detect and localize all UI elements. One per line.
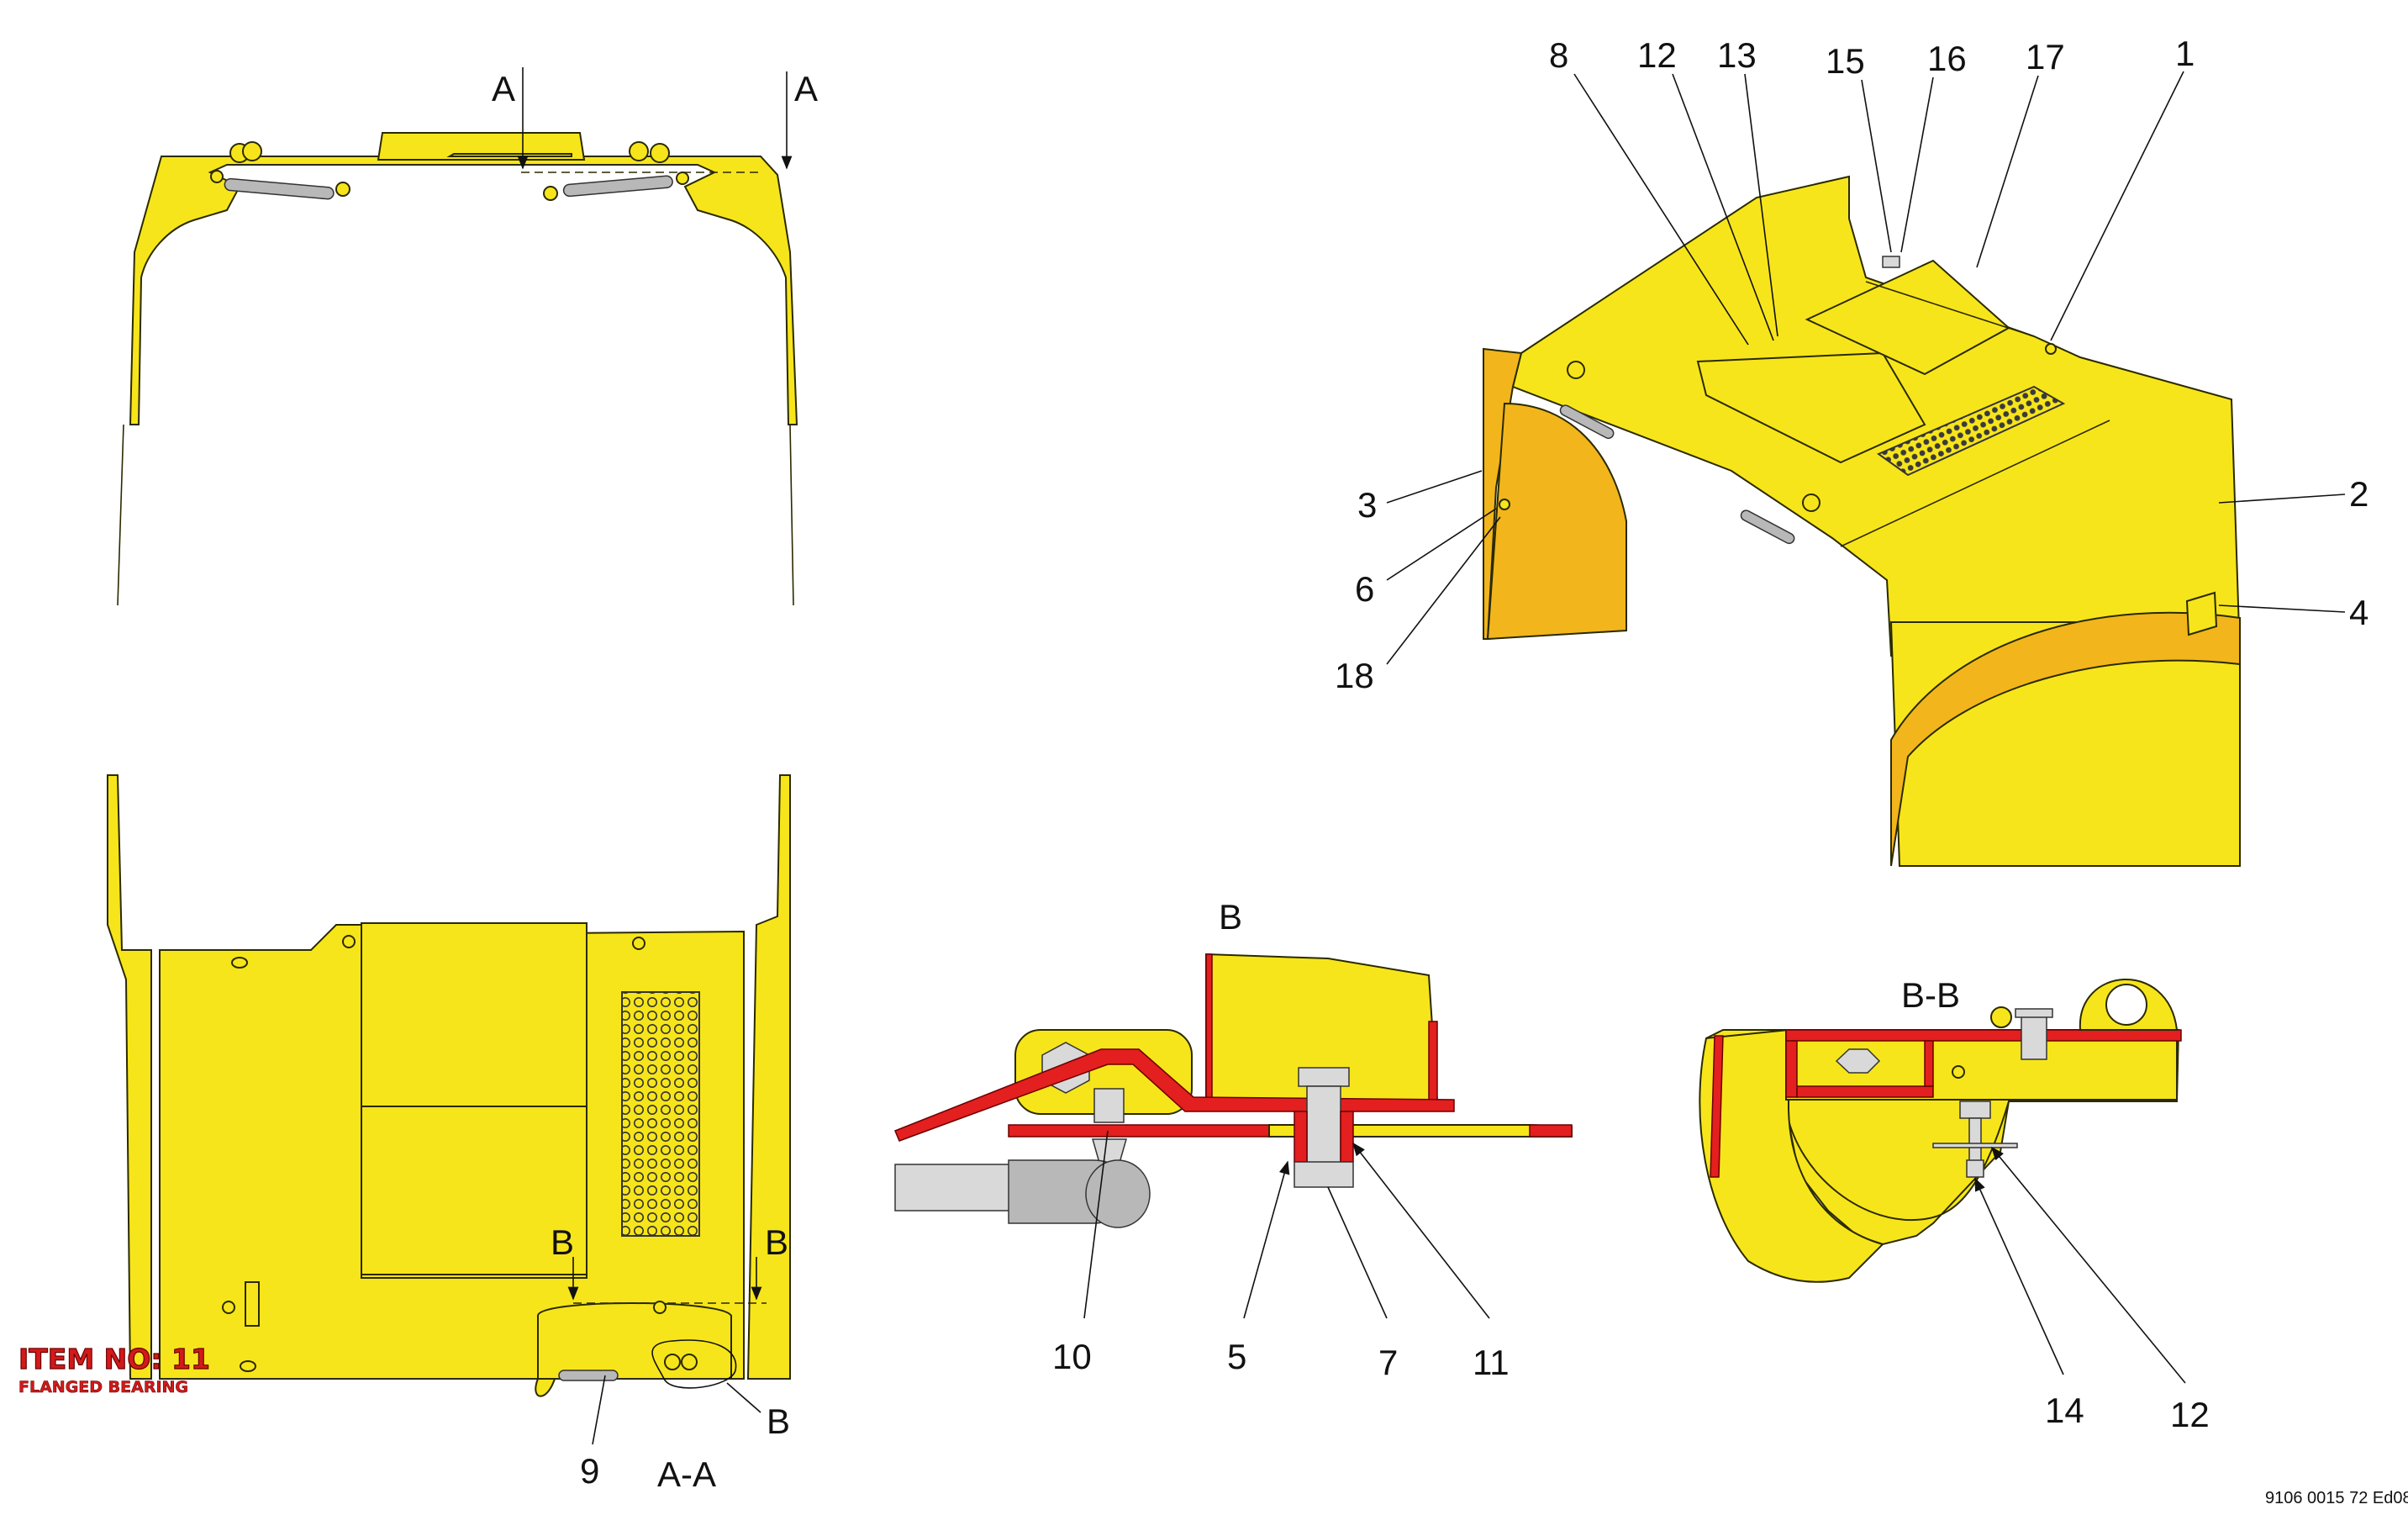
plan-view-aa <box>107 774 791 1397</box>
section-bb-labels: B-B 14 12 <box>1901 975 2210 1434</box>
callout-17: 17 <box>2026 37 2065 77</box>
isometric-callouts: 8 12 13 15 16 17 1 2 3 6 18 4 <box>1335 34 2368 695</box>
callout-7: 7 <box>1378 1343 1398 1382</box>
callout-5: 5 <box>1227 1337 1246 1376</box>
detail-b <box>894 953 1573 1228</box>
callout-12-bottom: 12 <box>2170 1395 2210 1434</box>
callout-6: 6 <box>1355 569 1374 609</box>
plan-view-labels: B B B 9 A-A <box>551 1222 790 1494</box>
section-b-label-left: B <box>551 1222 574 1262</box>
section-a-label-right: A <box>794 69 818 108</box>
callout-10: 10 <box>1052 1337 1092 1376</box>
item-note-subtitle: FLANGED BEARING <box>18 1378 188 1396</box>
callout-12-top: 12 <box>1637 35 1677 75</box>
callout-1: 1 <box>2175 34 2195 73</box>
item-note: ITEM NO: 11 FLANGED BEARING <box>18 1342 210 1396</box>
section-a-markers: A A <box>492 67 818 170</box>
callout-4: 4 <box>2349 593 2368 632</box>
callout-16: 16 <box>1927 39 1967 78</box>
item-note-title: ITEM NO: 11 <box>18 1343 210 1375</box>
callout-11: 11 <box>1473 1343 1510 1382</box>
isometric-view <box>1483 175 2242 867</box>
detail-b-title: B <box>1219 897 1242 937</box>
detail-b-marker-label: B <box>767 1402 790 1441</box>
detail-b-labels: B 10 5 7 11 <box>1052 897 1510 1382</box>
isometric-leaders <box>1386 71 2346 665</box>
section-bb <box>1699 978 2182 1283</box>
section-a-label-left: A <box>492 69 515 108</box>
section-b-label-right: B <box>765 1222 788 1262</box>
callout-13: 13 <box>1717 35 1757 75</box>
section-bb-title: B-B <box>1901 975 1960 1015</box>
callout-2: 2 <box>2349 474 2368 514</box>
callout-9: 9 <box>580 1451 599 1491</box>
section-aa-label: A-A <box>657 1454 716 1494</box>
callout-15: 15 <box>1826 41 1865 81</box>
callout-18: 18 <box>1335 656 1374 695</box>
callout-14: 14 <box>2045 1391 2084 1430</box>
callout-8: 8 <box>1549 35 1568 75</box>
callout-3: 3 <box>1357 485 1377 525</box>
front-view <box>117 132 798 606</box>
document-reference: 9106 0015 72 Ed08 <box>2265 1489 2408 1507</box>
